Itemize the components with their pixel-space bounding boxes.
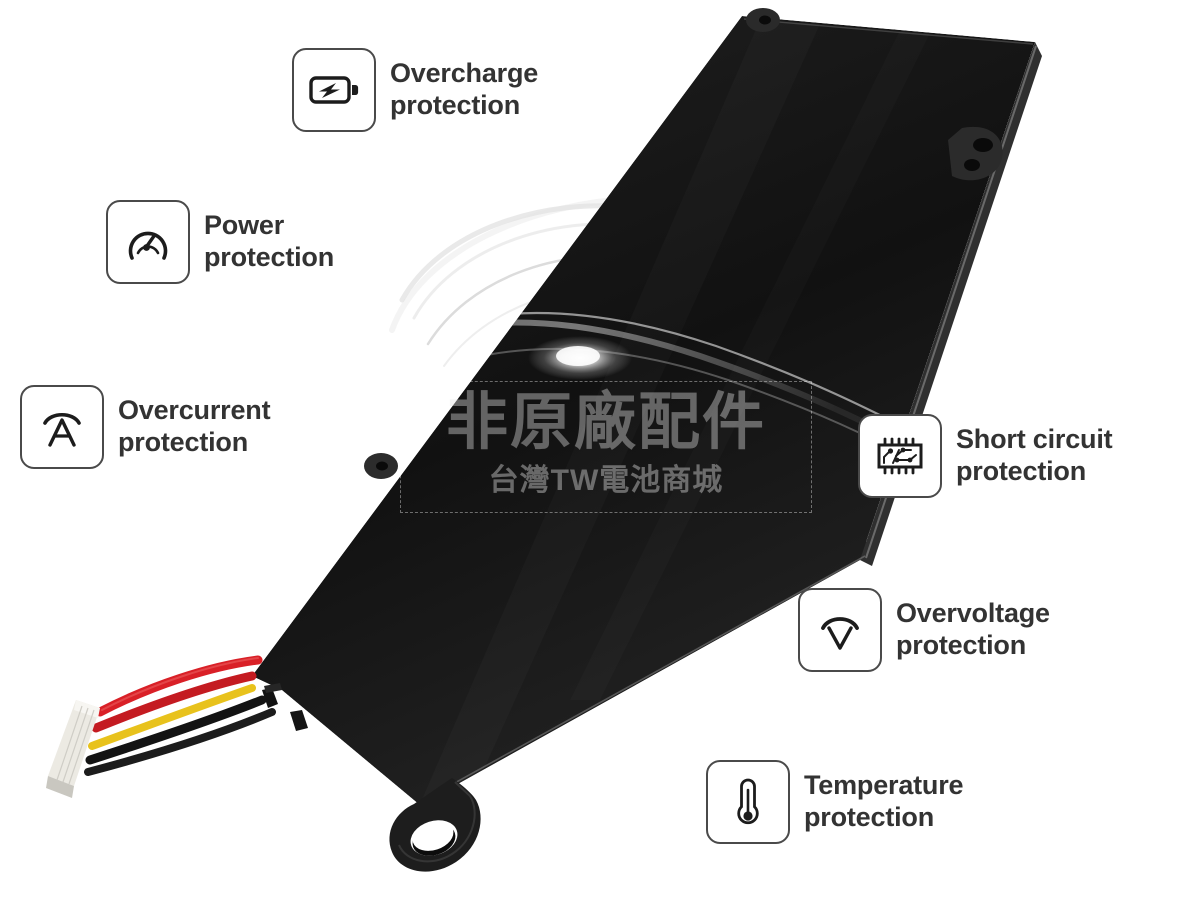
gauge-icon: [124, 218, 172, 266]
feature-power: Power protection: [106, 200, 334, 284]
overcharge-label: Overcharge protection: [390, 58, 539, 120]
overvoltage-label: Overvoltage protection: [896, 598, 1050, 660]
feature-short-circuit: Short circuit protection: [858, 414, 1113, 498]
overvoltage-icon-box: [798, 588, 882, 672]
mounting-tab-top: [746, 8, 780, 32]
feature-overcurrent: Overcurrent protection: [20, 385, 271, 469]
power-label: Power protection: [204, 210, 334, 272]
battery-top-edge-highlight: [743, 18, 1034, 45]
overcharge-icon-box: [292, 48, 376, 132]
overcurrent-label: Overcurrent protection: [118, 395, 271, 457]
temperature-icon-box: [706, 760, 790, 844]
temperature-label: Temperature protection: [804, 770, 964, 832]
short-circuit-icon-box: [858, 414, 942, 498]
power-icon-box: [106, 200, 190, 284]
wire-harness: [84, 655, 276, 776]
mounting-bracket-right: [948, 126, 1003, 181]
wire-highlight: [101, 657, 259, 711]
battery-bolt-icon: [308, 70, 360, 110]
battery-connector: [46, 700, 100, 798]
mounting-tab-left: [364, 453, 398, 479]
battery-top-face: [252, 16, 1035, 805]
feature-overcharge: Overcharge protection: [292, 48, 538, 132]
thermometer-icon: [733, 776, 763, 828]
overcurrent-icon-box: [20, 385, 104, 469]
mounting-arm-bottom: [389, 778, 481, 872]
red-wire-2: [91, 671, 257, 733]
short-circuit-label: Short circuit protection: [956, 424, 1113, 486]
ampere-arc-icon: [38, 405, 86, 449]
edge-clips: [262, 683, 308, 731]
microchip-icon: [872, 436, 928, 476]
black-wire-2: [84, 708, 276, 776]
red-wire: [95, 655, 263, 717]
feature-temperature: Temperature protection: [706, 760, 964, 844]
feature-overvoltage: Overvoltage protection: [798, 588, 1050, 672]
black-wire: [85, 695, 267, 765]
volt-arc-icon: [816, 608, 864, 652]
battery-bottom-edge-highlight: [423, 555, 866, 801]
specular-hotspot-core: [556, 346, 600, 366]
yellow-wire: [88, 684, 256, 750]
